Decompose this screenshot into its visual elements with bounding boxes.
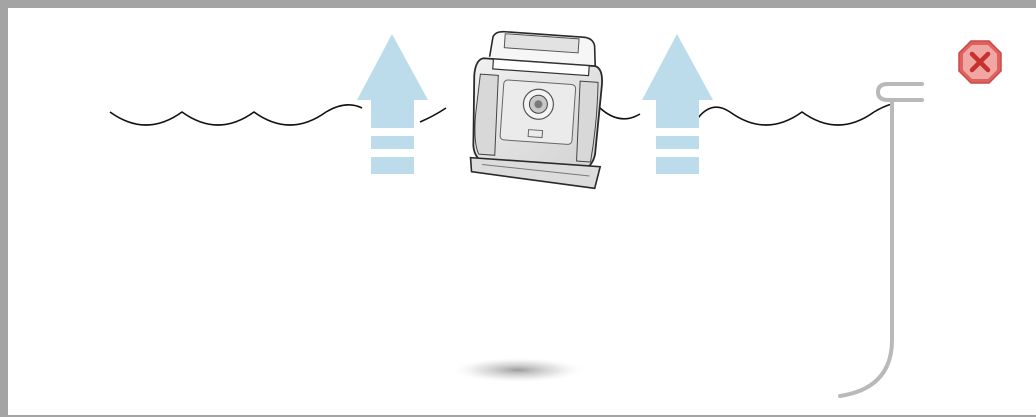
close-button[interactable] [958,40,1002,84]
robotic-pool-cleaner-icon [469,30,603,190]
water-surface-wave [109,103,893,126]
close-x-octagon-icon [958,40,1002,84]
arrow-up-icon [357,34,428,174]
floor-shadow [450,357,586,383]
arrow-up-icon [642,34,713,174]
power-cable [838,82,924,398]
